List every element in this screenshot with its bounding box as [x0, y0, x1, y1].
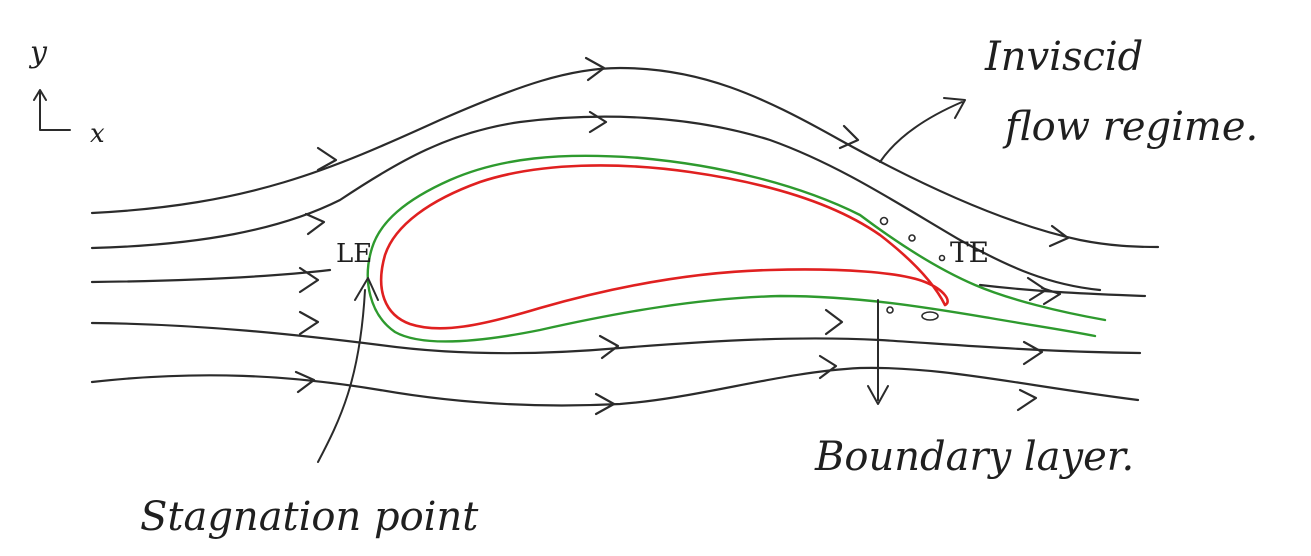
arrowhead: [598, 334, 620, 360]
streamlines-lower: [90, 283, 1147, 407]
flow-arrowheads: [294, 56, 1070, 416]
streamline-5: [90, 366, 1140, 407]
streamline-6: [978, 283, 1147, 298]
arrowhead: [316, 146, 338, 172]
streamline-3: [90, 268, 332, 284]
stagnation-point-label: Stagnation point: [140, 494, 479, 540]
inviscid-label-line2: flow regime.: [1002, 104, 1258, 150]
arrowhead: [1016, 388, 1038, 412]
arrowhead: [1022, 340, 1044, 366]
leading-edge-label: LE: [336, 239, 372, 269]
inviscid-leader-arrow: [879, 97, 966, 163]
arrowhead: [594, 392, 616, 416]
arrowhead: [1048, 224, 1070, 248]
boundary-layer-label: Boundary layer.: [814, 434, 1134, 480]
streamline-1: [90, 66, 1160, 249]
streamline-2: [90, 115, 1102, 292]
marker-dot: [921, 311, 939, 321]
streamline-4: [90, 321, 1142, 355]
trailing-edge-label: TE: [950, 236, 989, 269]
marker-dot: [908, 234, 916, 242]
inviscid-label-line1: Inviscid: [984, 34, 1143, 80]
marker-dot: [938, 254, 946, 262]
arrowhead: [824, 308, 844, 336]
arrowhead: [584, 56, 606, 82]
arrowhead: [304, 212, 326, 236]
marker-dot: [886, 306, 894, 314]
marker-dot: [879, 216, 889, 226]
axis-x-label: x: [90, 119, 105, 149]
axes-sketch: y x: [28, 35, 105, 149]
arrowhead: [298, 266, 320, 294]
arrowhead: [818, 354, 838, 380]
boundary-layer-edge: [366, 154, 1107, 343]
arrowhead: [588, 110, 608, 134]
axes-arrows: [33, 89, 71, 131]
arrowhead: [1040, 286, 1062, 306]
streamlines-upper: [90, 66, 1160, 292]
axis-y-label: y: [28, 35, 48, 70]
arrowhead: [838, 124, 860, 150]
airfoil-surface: [379, 164, 949, 330]
trailing-edge-markers: [879, 216, 946, 321]
arrowhead: [298, 310, 320, 336]
arrowhead: [294, 370, 316, 394]
boundary-layer-leader-arrow: [867, 299, 889, 405]
stagnation-leader-arrow: [317, 277, 379, 463]
